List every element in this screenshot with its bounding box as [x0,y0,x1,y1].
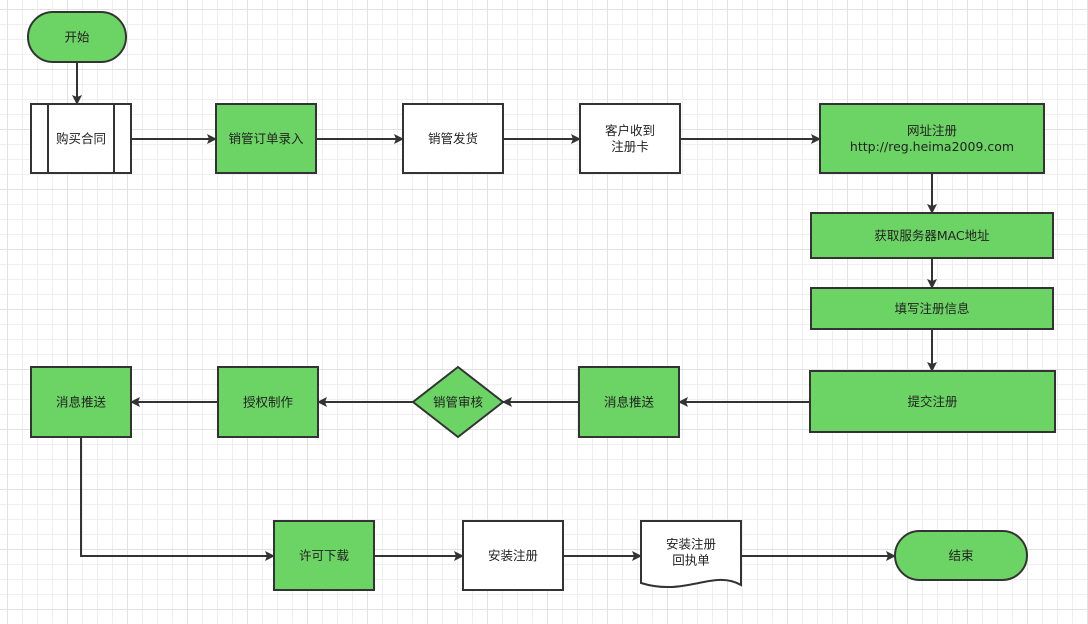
process-shape [819,103,1045,174]
node-end[interactable]: 结束 [894,530,1028,581]
terminator-shape [894,530,1028,581]
node-label: 结束 [948,548,974,563]
node-label: 提交注册 [907,394,957,409]
node-label: 安装注册 [666,537,716,552]
node-label: http://reg.heima2009.com [850,139,1014,154]
process-shape [809,370,1056,433]
node-buy-contract[interactable]: 购买合同 [30,103,132,174]
node-label: 许可下载 [299,548,350,563]
node-label: 客户收到 [605,123,655,138]
node-label: 销管发货 [428,131,478,146]
node-fill-info[interactable]: 填写注册信息 [810,287,1054,330]
node-label: 销管订单录入 [228,131,304,146]
node-label: 安装注册 [488,548,538,563]
document-shape [640,520,742,588]
node-label: 获取服务器MAC地址 [874,228,990,243]
node-start[interactable]: 开始 [27,11,127,63]
node-label: 填写注册信息 [894,301,969,316]
process-shape [30,366,132,438]
node-label: 网址注册 [907,123,957,138]
node-download[interactable]: 许可下载 [273,520,375,591]
node-submit[interactable]: 提交注册 [809,370,1056,433]
node-order-entry[interactable]: 销管订单录入 [215,103,317,174]
process-shape [462,520,564,591]
node-label: 消息推送 [56,395,107,410]
process-shape [273,520,375,591]
node-label: 消息推送 [604,395,655,410]
node-get-mac[interactable]: 获取服务器MAC地址 [810,212,1054,259]
node-install[interactable]: 安装注册 [462,520,564,591]
edges-layer [72,62,937,561]
node-label: 销管审核 [433,395,484,410]
node-ship[interactable]: 销管发货 [402,103,504,174]
node-label: 注册卡 [611,139,649,154]
node-push-1[interactable]: 消息推送 [578,366,680,438]
process-shape [402,103,504,174]
node-label: 购买合同 [56,131,106,146]
process-shape [215,103,317,174]
process-shape [578,366,680,438]
process-shape [217,366,319,438]
node-label: 开始 [64,30,90,45]
connector-push-2-to-download [80,437,275,561]
terminator-shape [27,11,127,63]
node-label: 回执单 [672,553,710,568]
node-review[interactable]: 销管审核 [411,365,505,439]
node-label: 授权制作 [243,395,294,410]
node-push-2[interactable]: 消息推送 [30,366,132,438]
process-shape [810,212,1054,259]
node-authorize[interactable]: 授权制作 [217,366,319,438]
process-shape [579,103,681,174]
process-shape [810,287,1054,330]
decision-diamond-shape [411,365,505,439]
